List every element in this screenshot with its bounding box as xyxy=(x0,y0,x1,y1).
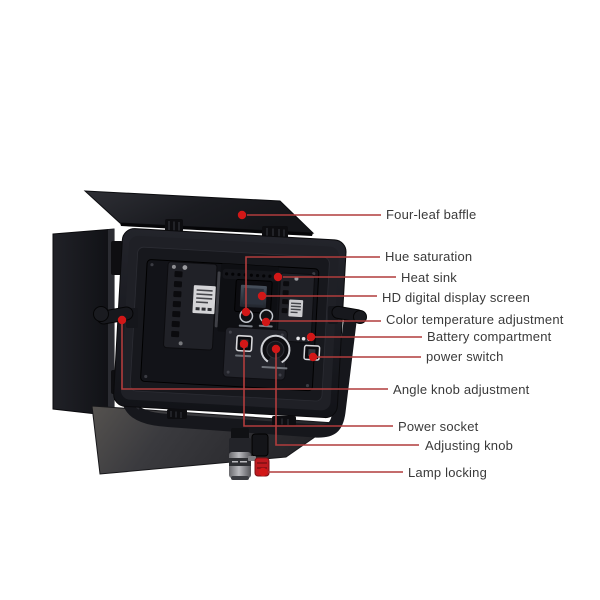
battery-plate-right xyxy=(276,272,316,344)
callout-dot-lamp-locking xyxy=(258,467,268,477)
left-baffle xyxy=(52,228,123,417)
callout-dot-adjusting-knob xyxy=(271,344,281,354)
callout-label-hd-display: HD digital display screen xyxy=(382,290,531,305)
angle-knob-right[interactable] xyxy=(328,305,367,324)
callout-dot-power-switch xyxy=(308,352,318,362)
callout-label-power-switch: power switch xyxy=(426,349,504,364)
callout-label-heat-sink: Heat sink xyxy=(401,270,457,285)
callout-line-angle-knob xyxy=(121,324,388,390)
callout-label-color-temperature: Color temperature adjustment xyxy=(386,312,564,327)
callout-dot-heat-sink xyxy=(273,272,283,282)
callout-line-power-socket xyxy=(243,348,393,427)
callout-label-battery-compartment: Battery compartment xyxy=(427,329,552,344)
callout-dot-battery-compartment xyxy=(306,332,316,342)
callout-label-power-socket: Power socket xyxy=(398,419,479,434)
callout-dot-hue-saturation xyxy=(241,307,251,317)
callout-dot-angle-knob xyxy=(117,315,127,325)
callout-dot-four-leaf-baffle xyxy=(237,210,247,220)
callout-label-four-leaf-baffle: Four-leaf baffle xyxy=(386,207,477,222)
callout-label-hue-saturation: Hue saturation xyxy=(385,249,473,264)
panel-back xyxy=(113,228,347,419)
callout-dot-color-temperature xyxy=(261,317,271,327)
callout-dot-hd-display xyxy=(257,291,267,301)
callout-label-angle-knob: Angle knob adjustment xyxy=(393,382,530,397)
callout-lines xyxy=(117,210,422,477)
callout-dot-power-socket xyxy=(239,339,249,349)
callout-label-adjusting-knob: Adjusting knob xyxy=(425,438,514,453)
battery-plate-left xyxy=(163,261,218,351)
callout-line-adjusting-knob xyxy=(275,353,419,446)
bottom-hinge-tabs xyxy=(167,409,296,426)
control-box xyxy=(222,326,291,381)
callout-label-lamp-locking: Lamp locking xyxy=(408,465,487,480)
callout-line-hue-saturation xyxy=(245,256,380,308)
